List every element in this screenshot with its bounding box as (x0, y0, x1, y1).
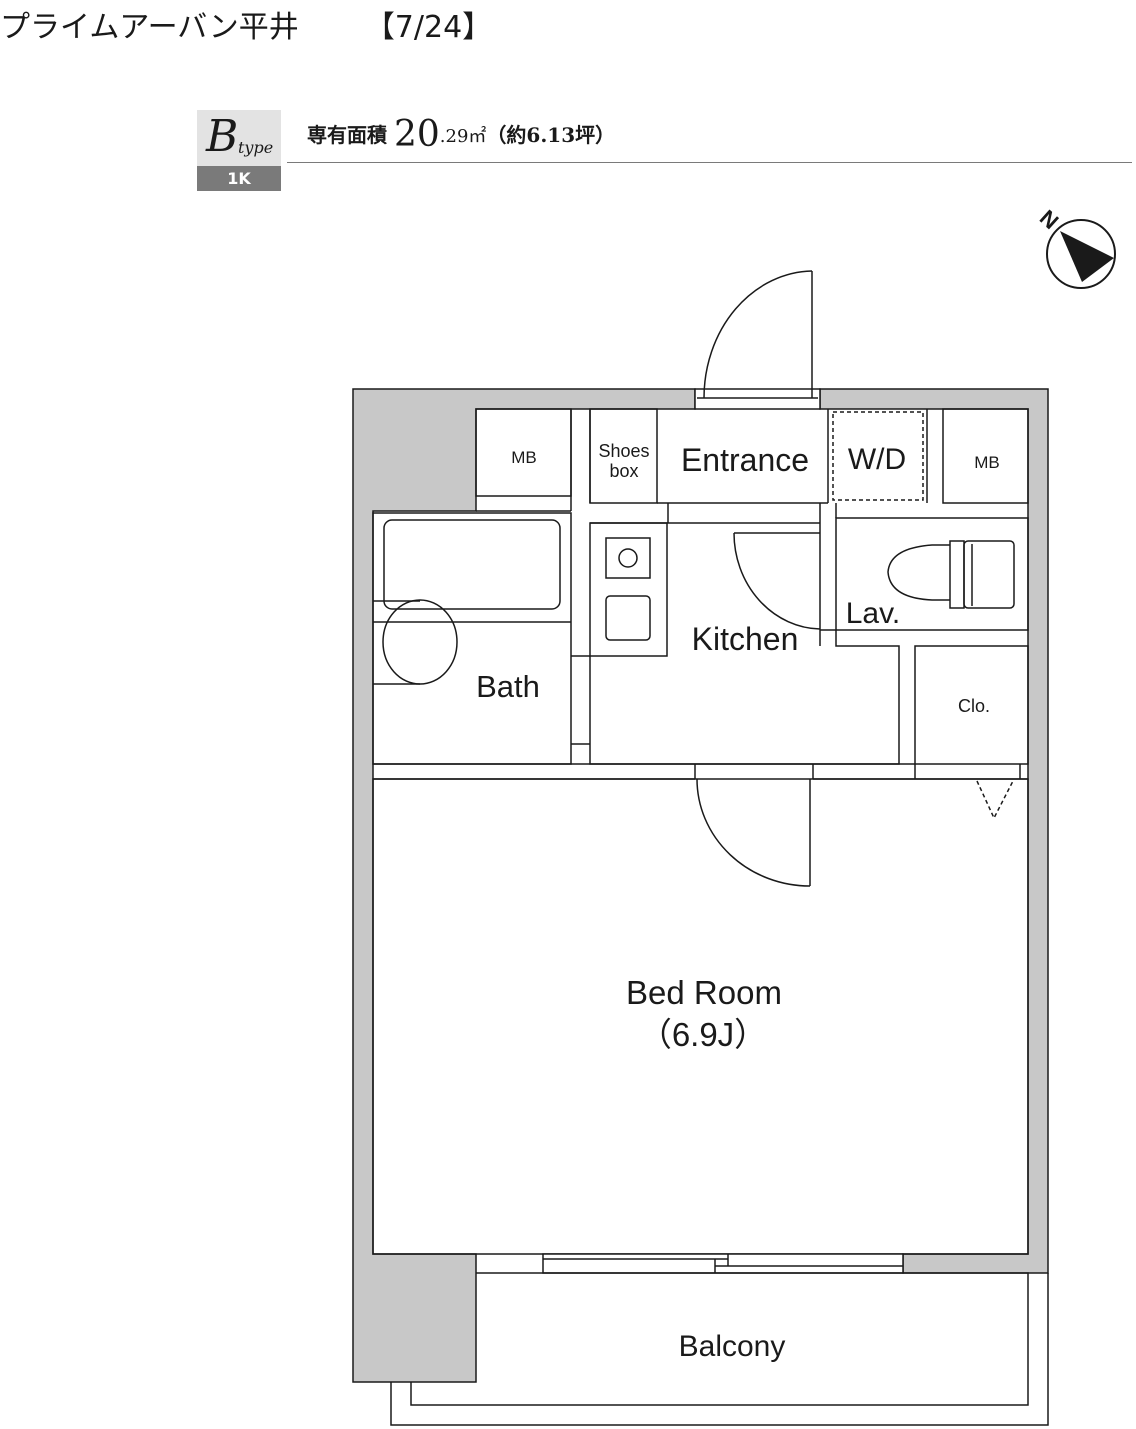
type-letter: B (206, 111, 239, 162)
room-label-bedroom-size: （6.9J） (639, 1016, 767, 1053)
room-labels: MB Shoes box Entrance W/D MB Kitchen Lav… (476, 441, 1000, 1363)
room-label-shoes-line1: Shoes (598, 441, 649, 461)
area-dec: .29㎡ (439, 126, 487, 147)
compass-label: N (1035, 205, 1064, 234)
layout-label: 1K (197, 166, 281, 191)
type-badge-upper (197, 110, 281, 166)
building-name: プライムアーバン平井 (0, 10, 299, 45)
floor-ref: 【7/24】 (364, 10, 493, 45)
structural-walls (352, 388, 1049, 1383)
room-label-bedroom: Bed Room (626, 974, 782, 1011)
page-title: プライムアーバン平井 【7/24】 (0, 2, 492, 46)
room-label-lav: Lav. (846, 597, 900, 630)
room-label-wd: W/D (848, 443, 906, 476)
area-int: 20 (393, 114, 440, 155)
room-label-entrance: Entrance (681, 442, 809, 478)
room-label-shoes-line2: box (609, 461, 638, 481)
room-label-closet: Clo. (958, 696, 990, 716)
unit-type-badge: B type 1K (197, 110, 281, 191)
area-underline (287, 162, 1132, 163)
area-tsubo: （約6.13坪） (486, 123, 616, 147)
interior-lines (372, 270, 1049, 1426)
room-label-mb-right: MB (974, 453, 1000, 472)
room-label-kitchen: Kitchen (692, 621, 799, 657)
room-label-mb-left: MB (511, 448, 537, 467)
area-label: 専有面積 (307, 123, 387, 147)
room-label-bath: Bath (476, 669, 540, 704)
area-info: 専有面積 20.29㎡（約6.13坪） (307, 114, 615, 155)
type-word: type (238, 138, 274, 157)
compass-icon: N (1035, 205, 1116, 289)
room-label-balcony: Balcony (679, 1330, 786, 1363)
